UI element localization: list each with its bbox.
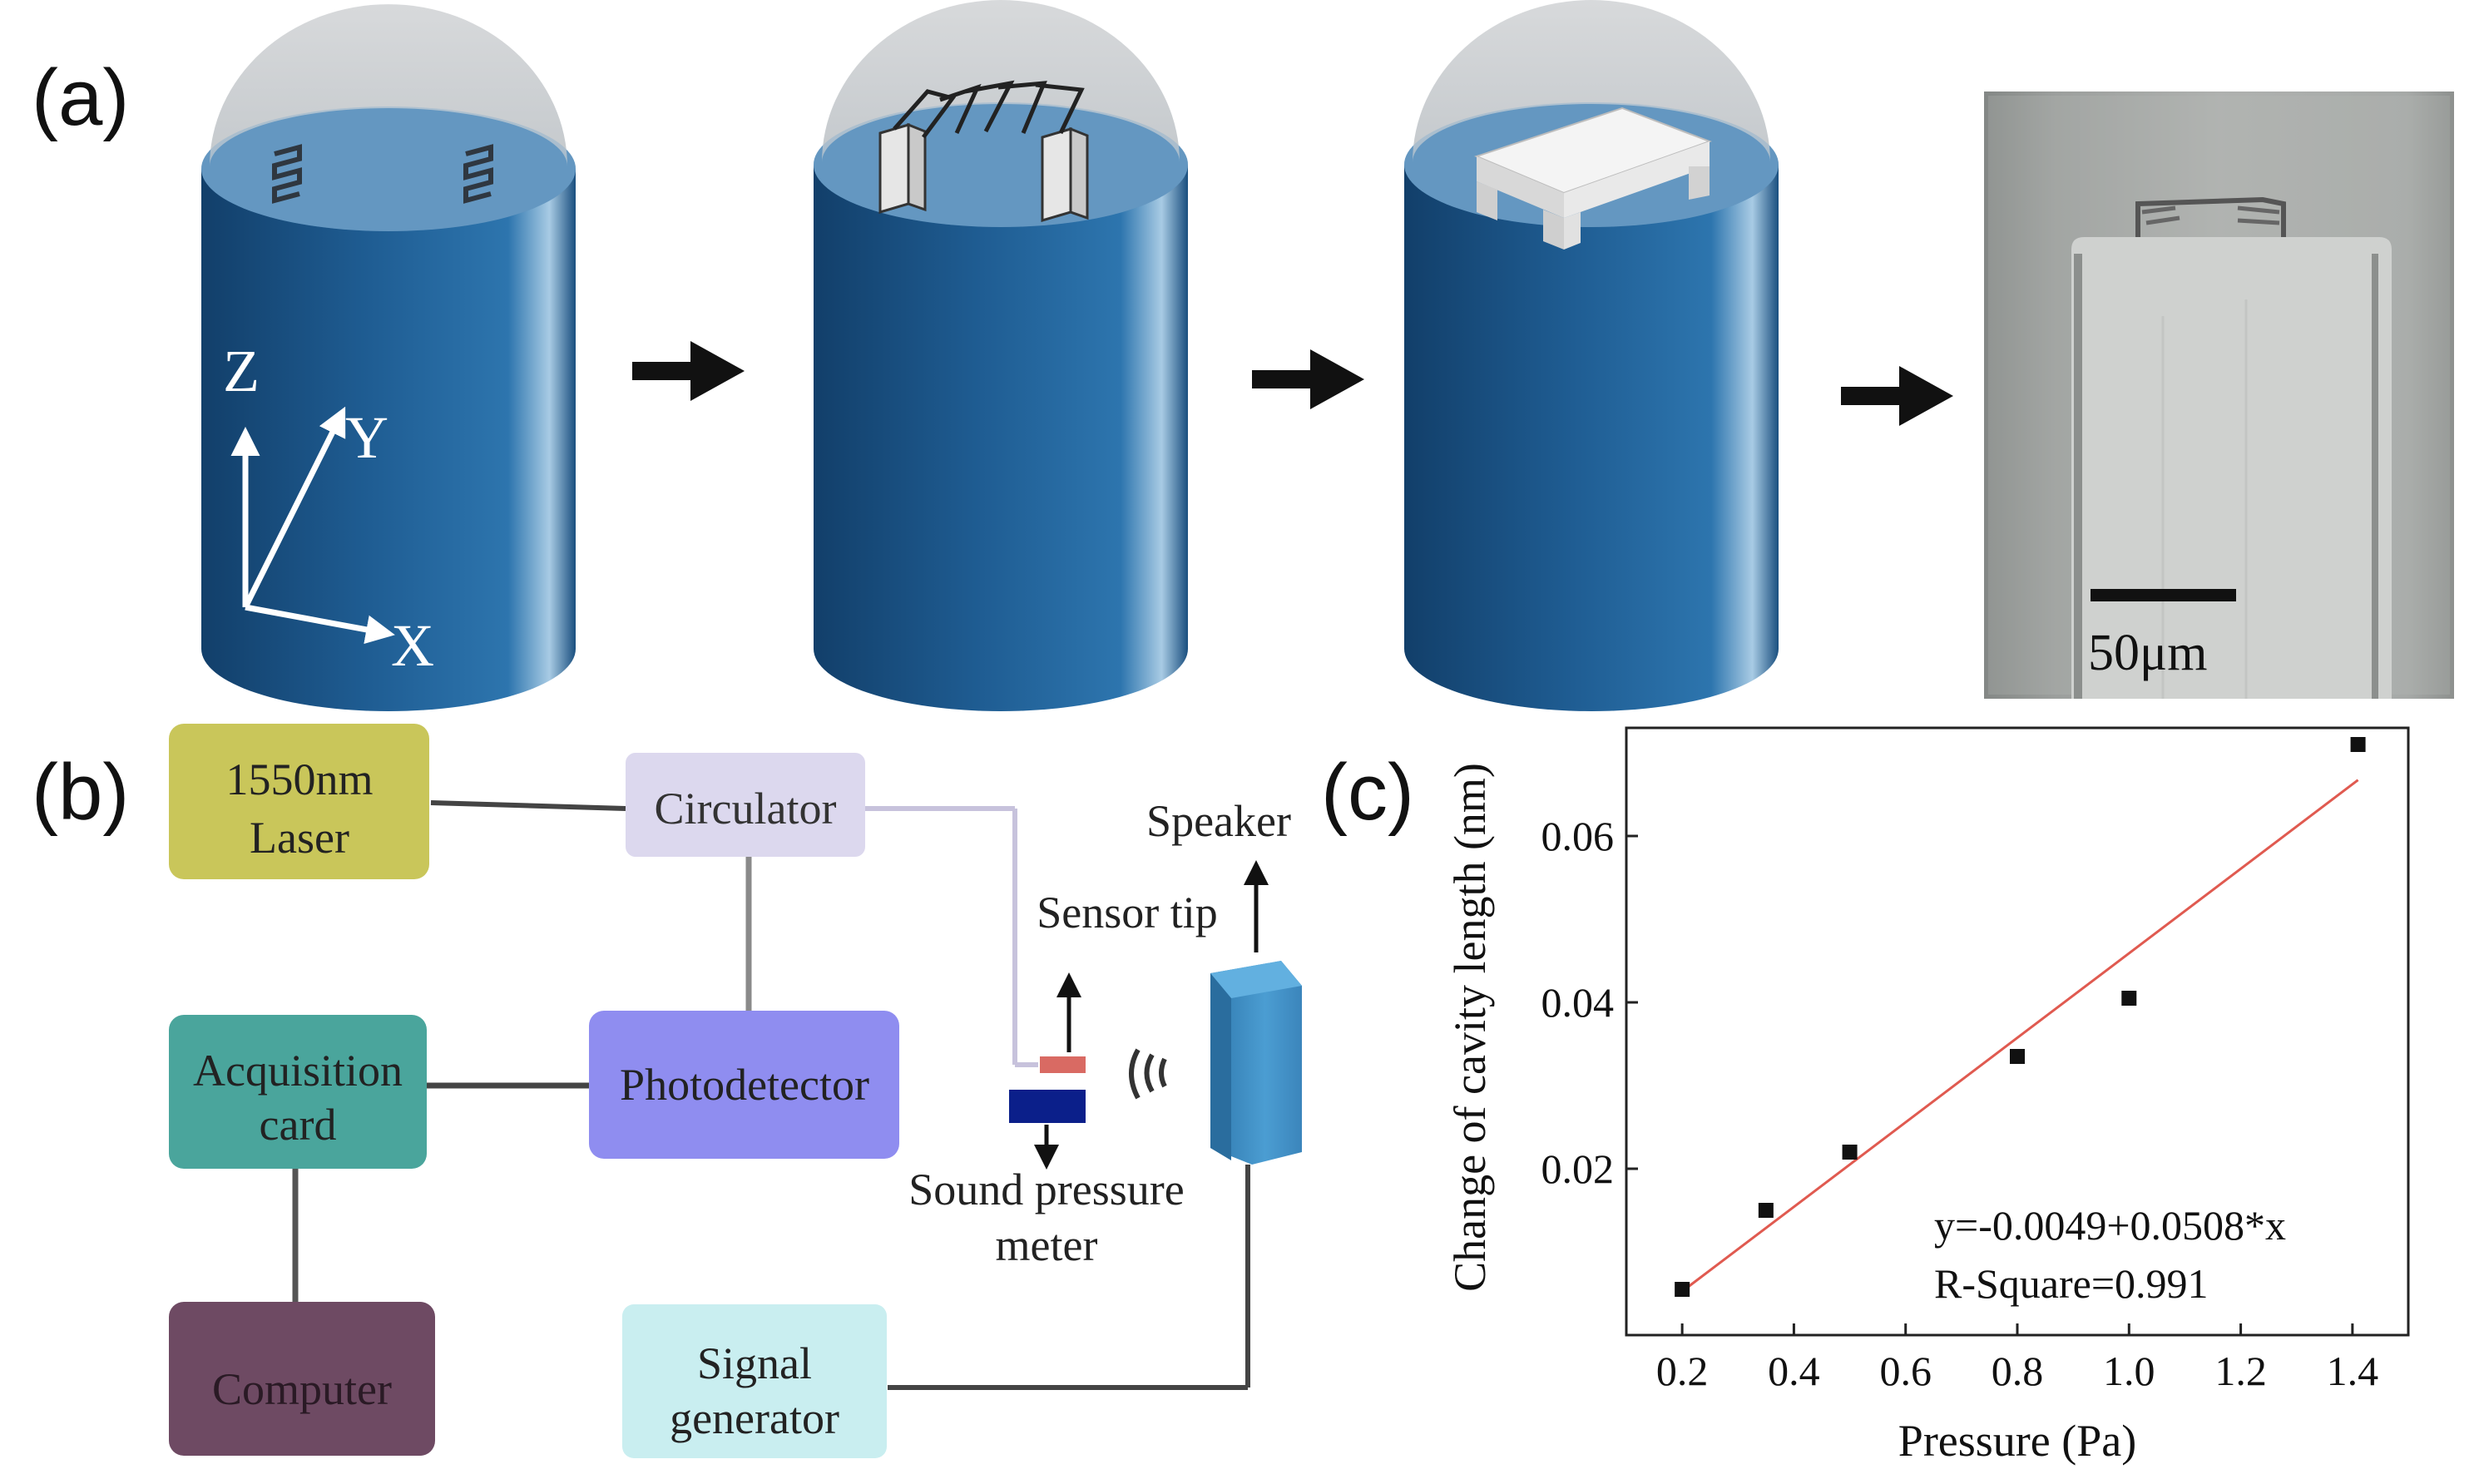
photodetector-label: Photodetector bbox=[620, 1060, 869, 1110]
scale-bar-label: 50μm bbox=[2088, 625, 2207, 681]
sensor-tip-label: Sensor tip bbox=[1037, 888, 1218, 937]
laser-box: 1550nm Laser bbox=[169, 724, 429, 879]
microscope-image: 50μm bbox=[1984, 92, 2454, 699]
x-tick-label: 1.0 bbox=[2103, 1348, 2155, 1394]
printed-pillars bbox=[878, 80, 1089, 223]
y-axis-title: Change of cavity length (nm) bbox=[1445, 763, 1495, 1292]
circulator-label: Circulator bbox=[655, 784, 837, 834]
y-axis-ticks: 0.02 0.04 0.06 bbox=[1541, 813, 1638, 1192]
data-point bbox=[2350, 737, 2366, 752]
data-points bbox=[1675, 737, 2366, 1297]
signal-generator-label-line2: generator bbox=[670, 1393, 839, 1443]
y-tick-label: 0.04 bbox=[1541, 979, 1615, 1026]
acquisition-card-box: Acquisition card bbox=[169, 1015, 427, 1169]
fit-line bbox=[1681, 779, 2359, 1293]
data-point bbox=[1842, 1145, 1858, 1160]
data-point bbox=[2121, 991, 2137, 1006]
data-point bbox=[2010, 1049, 2025, 1064]
panel-c: (c) 0.2 0.4 0.6 0.8 1.0 1.2 1.4 0.02 0.04 0.06 y… bbox=[1321, 726, 2410, 1466]
x-tick-label: 0.2 bbox=[1656, 1348, 1709, 1394]
axis-z-label: Z bbox=[223, 338, 260, 404]
x-tick-label: 0.6 bbox=[1879, 1348, 1932, 1394]
printed-diaphragm bbox=[1474, 106, 1712, 250]
scale-bar bbox=[2091, 589, 2236, 601]
signal-generator-label-line1: Signal bbox=[697, 1338, 812, 1388]
y-tick-label: 0.06 bbox=[1541, 813, 1615, 859]
x-axis-ticks: 0.2 0.4 0.6 0.8 1.0 1.2 1.4 bbox=[1656, 1323, 2378, 1394]
laser-box-bg bbox=[169, 724, 429, 879]
sound-pressure-label-line1: Sound pressure bbox=[908, 1165, 1184, 1214]
process-arrow-2 bbox=[1252, 349, 1364, 409]
signal-generator-box: Signal generator bbox=[622, 1304, 887, 1458]
axis-y-label: Y bbox=[345, 404, 388, 471]
panel-b-label: (b) bbox=[32, 748, 129, 837]
x-tick-label: 0.8 bbox=[1992, 1348, 2044, 1394]
acquisition-label-line2: card bbox=[260, 1100, 337, 1150]
scatter-chart: 0.2 0.4 0.6 0.8 1.0 1.2 1.4 0.02 0.04 0.06 y=-0.… bbox=[1445, 726, 2410, 1466]
sensor-tip bbox=[1040, 1056, 1086, 1073]
panel-b: (b) 1550nm Laser Circulator Photo bbox=[32, 724, 1302, 1458]
sound-pressure-meter-icon bbox=[1009, 1090, 1086, 1123]
x-axis-title: Pressure (Pa) bbox=[1898, 1416, 2136, 1466]
data-point bbox=[1675, 1282, 1690, 1297]
photodetector-box: Photodetector bbox=[589, 1011, 899, 1159]
panel-c-label: (c) bbox=[1321, 748, 1414, 837]
circulator-box: Circulator bbox=[626, 753, 865, 857]
axis-x-label: X bbox=[391, 612, 434, 679]
x-tick-label: 0.4 bbox=[1768, 1348, 1820, 1394]
x-tick-label: 1.2 bbox=[2214, 1348, 2267, 1394]
sensor-assembly: Sensor tip Sound pressure meter bbox=[908, 888, 1217, 1270]
meander-pattern-right bbox=[463, 144, 493, 204]
panel-a: (a) Z Y X bbox=[32, 0, 2454, 711]
xyz-axes bbox=[230, 406, 395, 645]
connection-lines bbox=[292, 800, 1250, 1390]
speaker: Speaker bbox=[1146, 796, 1302, 1165]
panel-a-label: (a) bbox=[32, 53, 129, 142]
sound-waves-icon bbox=[1129, 1048, 1167, 1100]
y-tick-label: 0.02 bbox=[1541, 1145, 1615, 1192]
fiber-stage-1: Z Y X bbox=[201, 4, 576, 711]
computer-label: Computer bbox=[212, 1364, 392, 1414]
fiber-stage-2 bbox=[814, 0, 1188, 711]
acquisition-label-line1: Acquisition bbox=[193, 1046, 403, 1096]
process-arrow-3 bbox=[1841, 366, 1953, 426]
x-tick-label: 1.4 bbox=[2327, 1348, 2379, 1394]
sound-pressure-label-line2: meter bbox=[996, 1220, 1098, 1270]
data-point bbox=[1758, 1203, 1774, 1218]
laser-label-line2: Laser bbox=[250, 813, 349, 863]
fiber-stage-3 bbox=[1404, 0, 1779, 711]
speaker-label: Speaker bbox=[1146, 796, 1291, 846]
laser-label-line1: 1550nm bbox=[225, 754, 373, 804]
meander-pattern-left bbox=[272, 144, 302, 204]
fit-equation: y=-0.0049+0.0508*x bbox=[1934, 1202, 2286, 1249]
process-arrow-1 bbox=[632, 341, 745, 401]
computer-box: Computer bbox=[169, 1302, 435, 1456]
r-square-label: R-Square=0.991 bbox=[1934, 1260, 2209, 1307]
